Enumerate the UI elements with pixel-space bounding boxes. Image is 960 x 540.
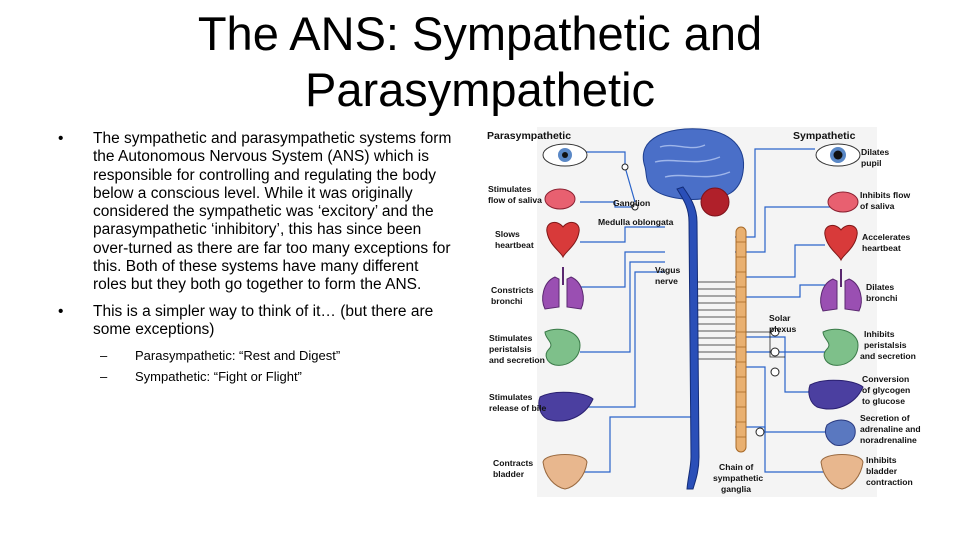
bullet-dot-icon: • [58, 302, 64, 320]
right-salivary-gland-icon [827, 191, 859, 213]
left-lungs-icon [542, 267, 584, 310]
dash-icon: – [100, 348, 108, 364]
slide-body: • The sympathetic and parasympathetic sy… [55, 130, 455, 389]
bullet-item: • The sympathetic and parasympathetic sy… [55, 130, 455, 295]
slide-title-line-2: Parasympathetic [304, 63, 656, 116]
sub-bullet-item: – Sympathetic: “Fight or Flight” [55, 368, 455, 385]
left-heart-icon [546, 221, 580, 259]
sub-bullet-text: Sympathetic: “Fight or Flight” [135, 369, 302, 385]
sub-bullet-text: Parasympathetic: “Rest and Digest” [135, 348, 341, 364]
left-liver-icon [538, 391, 594, 422]
bullet-dot-icon: • [58, 130, 64, 147]
left-stomach-icon [544, 328, 581, 366]
sympathetic-header: Sympathetic [793, 130, 856, 142]
right-heart-icon [824, 224, 858, 262]
label-ganglion: Ganglion [613, 198, 650, 208]
right-lungs-icon [820, 269, 862, 312]
sympathetic-nerves [695, 148, 830, 473]
slide-title-line-1: The ANS: Sympathetic and [197, 7, 763, 60]
bullet-text: This is a simpler way to think of it… (b… [93, 302, 434, 338]
right-liver-icon [808, 379, 864, 410]
left-salivary-gland-icon [544, 188, 576, 210]
ans-diagram: Parasympathetic Sympathetic [485, 127, 938, 497]
left-eye-icon [542, 143, 588, 167]
left-bladder-icon [542, 454, 588, 490]
parasympathetic-nerves [580, 151, 695, 473]
right-bladder-icon [820, 454, 864, 490]
dash-icon: – [100, 369, 108, 385]
adrenal-gland-icon [824, 419, 856, 446]
right-eye-icon [815, 143, 861, 167]
spinal-cord-icon [676, 186, 700, 490]
sympathetic-chain-icon [735, 226, 747, 453]
bullet-item: • This is a simpler way to think of it… … [55, 303, 455, 340]
bullet-text: The sympathetic and parasympathetic syst… [93, 130, 452, 294]
slide-title: The ANS: Sympathetic and Parasympathetic [0, 6, 960, 118]
brain-icon [642, 128, 745, 217]
solar-plexus-icon [621, 163, 780, 437]
parasympathetic-header: Parasympathetic [487, 130, 571, 142]
sub-bullet-item: – Parasympathetic: “Rest and Digest” [55, 347, 455, 364]
right-stomach-icon [822, 328, 859, 366]
label-medulla-oblongata: Medulla oblongata [598, 217, 674, 227]
